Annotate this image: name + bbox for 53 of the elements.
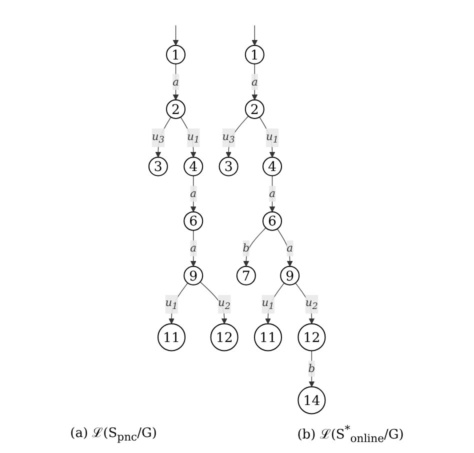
edge-label: u$_{2}$ [305, 296, 318, 312]
edge-label: a [190, 242, 196, 254]
edge-label: b [308, 362, 316, 375]
node-circle: 1 [166, 44, 186, 64]
node-circle: 12 [210, 323, 238, 352]
node-circle: 1 [244, 44, 264, 64]
edge-label: u$_{1}$ [187, 130, 200, 146]
caption: (a) ℒ(S$_{pnc}$/G) [70, 425, 157, 445]
node-circle: 4 [262, 156, 282, 176]
edge-label: a [286, 242, 293, 254]
node-circle: 11 [157, 323, 186, 352]
arrow [252, 25, 258, 46]
arrow [190, 175, 196, 212]
node-circle: 3 [218, 156, 238, 176]
arrow [172, 25, 179, 46]
arrow [265, 282, 284, 324]
arrow [172, 64, 179, 100]
node-circle: 4 [184, 156, 204, 176]
edge-label: u$_{1}$ [262, 296, 274, 312]
node-circle: 11 [254, 323, 282, 352]
arrow [276, 228, 293, 267]
caption: (b) ℒ(S$^{*}$$_{online}$/G) [297, 423, 404, 445]
arrow [243, 227, 266, 267]
arrow [168, 282, 188, 324]
arrow [200, 282, 228, 324]
node-circle: 2 [244, 99, 264, 119]
node-circle: 9 [280, 266, 300, 286]
edge-label: u$_{1}$ [266, 130, 278, 146]
edge-label: u$_{3}$ [152, 130, 164, 146]
edge-label: a [251, 75, 258, 88]
arrow [259, 116, 276, 158]
edge-label: u$_{1}$ [165, 296, 178, 312]
node-circle: 2 [166, 99, 186, 119]
arrow [269, 175, 276, 212]
edge-label: a [190, 187, 196, 200]
edge-label: u$_{3}$ [222, 130, 235, 146]
arrow [155, 116, 172, 158]
node-circle: 6 [262, 211, 282, 231]
edge-label: a [269, 187, 276, 200]
edge-label: u$_{2}$ [218, 296, 231, 312]
arrow [180, 116, 196, 158]
node-circle: 12 [298, 323, 326, 352]
arrow [190, 230, 196, 267]
arrow [295, 282, 315, 324]
node-circle: 14 [298, 386, 326, 414]
arrow [252, 64, 258, 100]
node-circle: 3 [148, 156, 168, 176]
node-circle: 9 [184, 266, 204, 286]
node-circle: 6 [184, 211, 204, 231]
node-circle: 7 [236, 266, 256, 286]
arrow [226, 116, 249, 158]
edge-label: b [242, 242, 250, 254]
edge-label: a [172, 75, 179, 88]
